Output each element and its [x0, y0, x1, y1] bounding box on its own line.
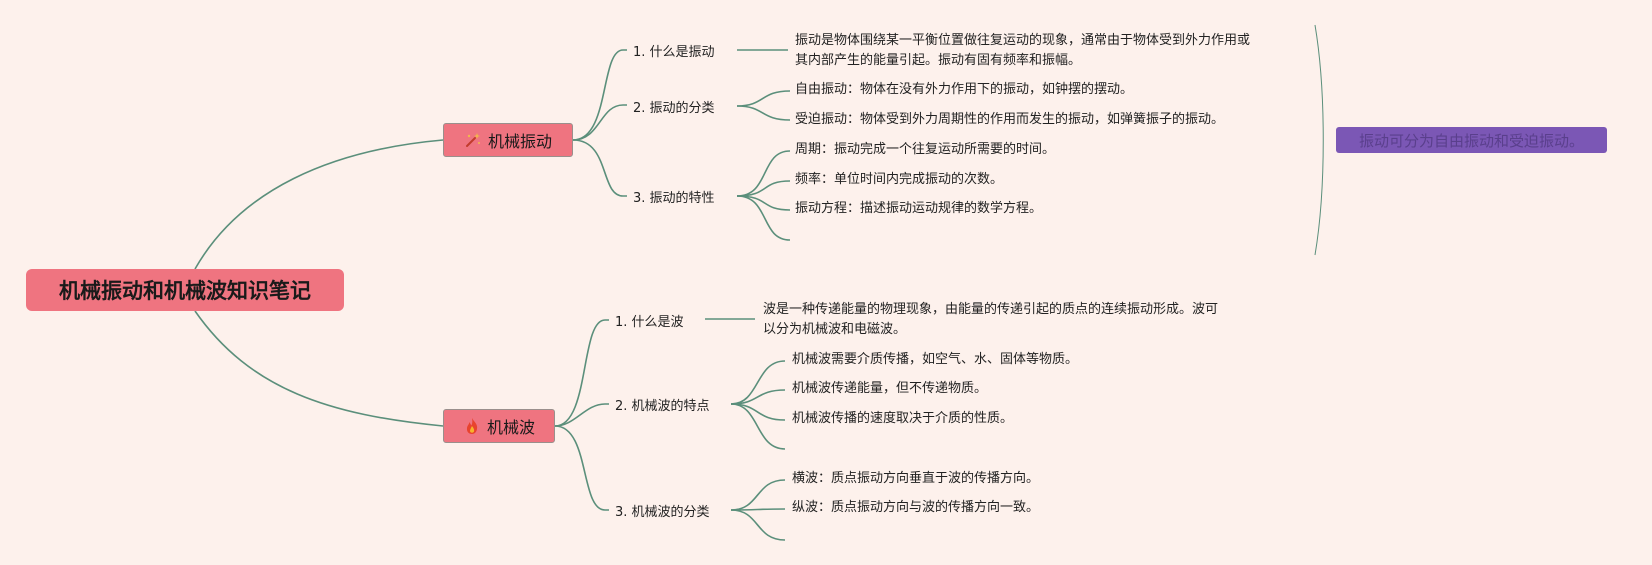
leaf-vibration-equation[interactable]: 振动方程：描述振动运动规律的数学方程。 — [795, 201, 1043, 216]
leaf-forced-vibration[interactable]: 受迫振动：物体受到外力周期性的作用而发生的振动，如弹簧振子的振动。 — [795, 112, 1225, 127]
connector-b2-t3-l3 — [730, 509, 786, 541]
connector-b1-t3-l4 — [736, 195, 791, 241]
topic-vibration-characteristics[interactable]: 3. 振动的特性 — [633, 191, 715, 206]
connector-b1-t3-l2 — [736, 180, 791, 197]
summary-bracket — [1314, 24, 1324, 256]
leaf-wave-definition-line-1[interactable]: 波是一种传递能量的物理现象，由能量的传递引起的质点的连续振动形成。波可 — [763, 302, 1219, 317]
topic-what-is-vibration[interactable]: 1. 什么是振动 — [633, 45, 715, 60]
leaf-frequency[interactable]: 频率：单位时间内完成振动的次数。 — [795, 172, 1004, 187]
summary-node[interactable]: 振动可分为自由振动和受迫振动。 — [1336, 127, 1607, 153]
connector-b1-t2-l1 — [736, 90, 791, 107]
topic-what-is-wave[interactable]: 1. 什么是波 — [615, 315, 684, 330]
leaf-needs-medium[interactable]: 机械波需要介质传播，如空气、水、固体等物质。 — [792, 352, 1079, 367]
connector-b1-t3 — [572, 139, 627, 197]
branch-node-mechanical-vibration[interactable]: 机械振动 — [443, 123, 573, 157]
leaf-vibration-definition-line-2[interactable]: 其内部产生的能量引起。振动有固有频率和振幅。 — [795, 53, 1082, 68]
branch-label: 机械波 — [486, 418, 535, 437]
topic-vibration-classification[interactable]: 2. 振动的分类 — [633, 101, 715, 116]
leaf-transfers-energy[interactable]: 机械波传递能量，但不传递物质。 — [792, 381, 988, 396]
root-node[interactable]: 机械振动和机械波知识笔记 — [26, 269, 344, 311]
connector-root-branch-1 — [194, 139, 444, 270]
leaf-transverse-wave[interactable]: 横波：质点振动方向垂直于波的传播方向。 — [792, 471, 1040, 486]
summary-text: 振动可分为自由振动和受迫振动。 — [1358, 131, 1584, 150]
connector-b2-t2-l4 — [730, 403, 786, 450]
connector-b1-t1 — [572, 49, 627, 141]
connector-b2-t1 — [554, 319, 609, 427]
branch-node-mechanical-wave[interactable]: 机械波 — [443, 409, 555, 443]
leaf-wave-definition-line-2[interactable]: 以分为机械波和电磁波。 — [763, 322, 907, 337]
connector-b1-t2-l2 — [736, 105, 791, 121]
connector-b1-t3-l3 — [736, 195, 791, 211]
connector-b2-t3-l1 — [730, 479, 786, 511]
connector-b2-t2-l3 — [730, 403, 786, 421]
connector-b2-t2-l1 — [730, 360, 786, 405]
connector-b2-t2 — [554, 403, 609, 427]
connector-root-branch-2 — [194, 310, 444, 427]
root-title: 机械振动和机械波知识笔记 — [59, 279, 311, 303]
connector-b1-t2 — [572, 104, 627, 141]
topic-wave-classification[interactable]: 3. 机械波的分类 — [615, 505, 710, 520]
leaf-speed-depends-medium[interactable]: 机械波传播的速度取决于介质的性质。 — [792, 411, 1014, 426]
connector-b1-t3-l1 — [736, 150, 791, 197]
leaf-free-vibration[interactable]: 自由振动：物体在没有外力作用下的振动，如钟摆的摆动。 — [795, 82, 1134, 97]
fire-icon — [466, 418, 478, 434]
leaf-period[interactable]: 周期：振动完成一个往复运动所需要的时间。 — [795, 142, 1056, 157]
branch-label: 机械振动 — [487, 132, 552, 151]
leaf-longitudinal-wave[interactable]: 纵波：质点振动方向与波的传播方向一致。 — [792, 500, 1040, 515]
wand-sparkle-icon — [465, 133, 480, 147]
connector-b2-t3 — [554, 425, 609, 511]
topic-wave-features[interactable]: 2. 机械波的特点 — [615, 399, 710, 414]
leaf-vibration-definition-line-1[interactable]: 振动是物体围绕某一平衡位置做往复运动的现象，通常由于物体受到外力作用或 — [795, 33, 1251, 48]
